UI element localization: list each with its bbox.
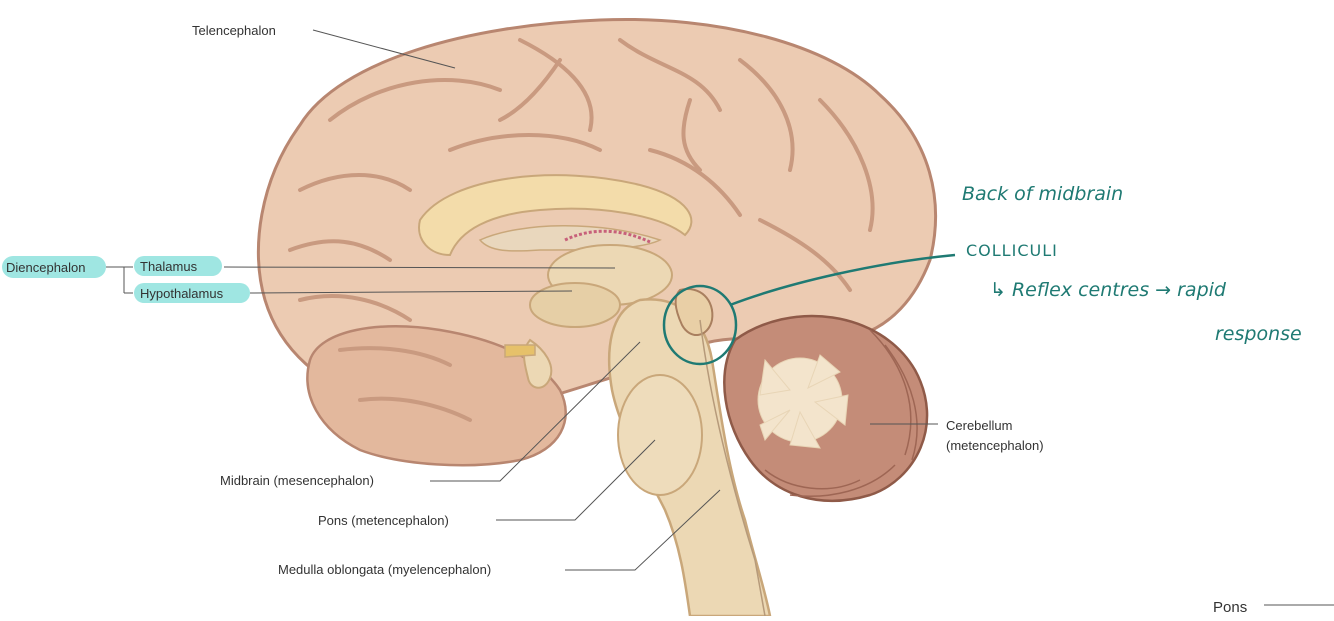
label-midbrain: Midbrain (mesencephalon) [220, 473, 374, 488]
colliculi-pointer [729, 253, 956, 307]
label-pons-bottom: Pons [1213, 599, 1247, 616]
label-pons: Pons (metencephalon) [318, 513, 449, 528]
note-reflex-centres: ↳ Reflex centres → rapid [990, 279, 1227, 301]
label-cerebellum: Cerebellum [946, 418, 1012, 433]
label-hypothalamus: Hypothalamus [140, 286, 224, 301]
hypothalamus-region [529, 282, 621, 328]
central-canal [699, 319, 766, 617]
highlight-thalamus [134, 256, 222, 276]
leader-telencephalon [312, 29, 456, 69]
leader-pons [496, 439, 656, 521]
label-cerebellum-sub: (metencephalon) [946, 438, 1044, 453]
optic-chiasm [504, 344, 536, 358]
label-thalamus: Thalamus [140, 259, 198, 274]
highlight-diencephalon [2, 256, 106, 278]
arbor-vitae [757, 354, 849, 449]
colliculi-circle [662, 284, 738, 366]
midbrain-tectum [674, 288, 714, 336]
label-diencephalon: Diencephalon [6, 260, 86, 275]
handwritten-annotations: Back of midbrain COLLICULI ↳ Reflex cent… [662, 183, 1302, 366]
gyri-folds [288, 38, 875, 422]
printed-labels: Telencephalon Diencephalon Thalamus Hypo… [2, 23, 1247, 616]
choroid-plexus [564, 229, 651, 244]
note-colliculi: COLLICULI [966, 241, 1058, 260]
leader-midbrain [430, 341, 641, 482]
cerebellum-folia [764, 329, 918, 497]
diencephalon-bracket [106, 266, 133, 294]
pons-region [617, 374, 703, 496]
leader-hypothalamus [249, 290, 573, 294]
corpus-callosum [418, 174, 693, 257]
label-telencephalon: Telencephalon [192, 23, 276, 38]
temporal-lobe [306, 325, 567, 467]
note-back-of-midbrain: Back of midbrain [962, 183, 1123, 205]
highlight-hypothalamus [134, 283, 250, 303]
brain-illustration [256, 17, 937, 618]
leader-thalamus [223, 266, 616, 269]
leader-medulla [565, 489, 721, 571]
leader-lines [106, 29, 1334, 606]
note-response: response [1215, 323, 1302, 345]
label-medulla: Medulla oblongata (myelencephalon) [278, 562, 491, 577]
